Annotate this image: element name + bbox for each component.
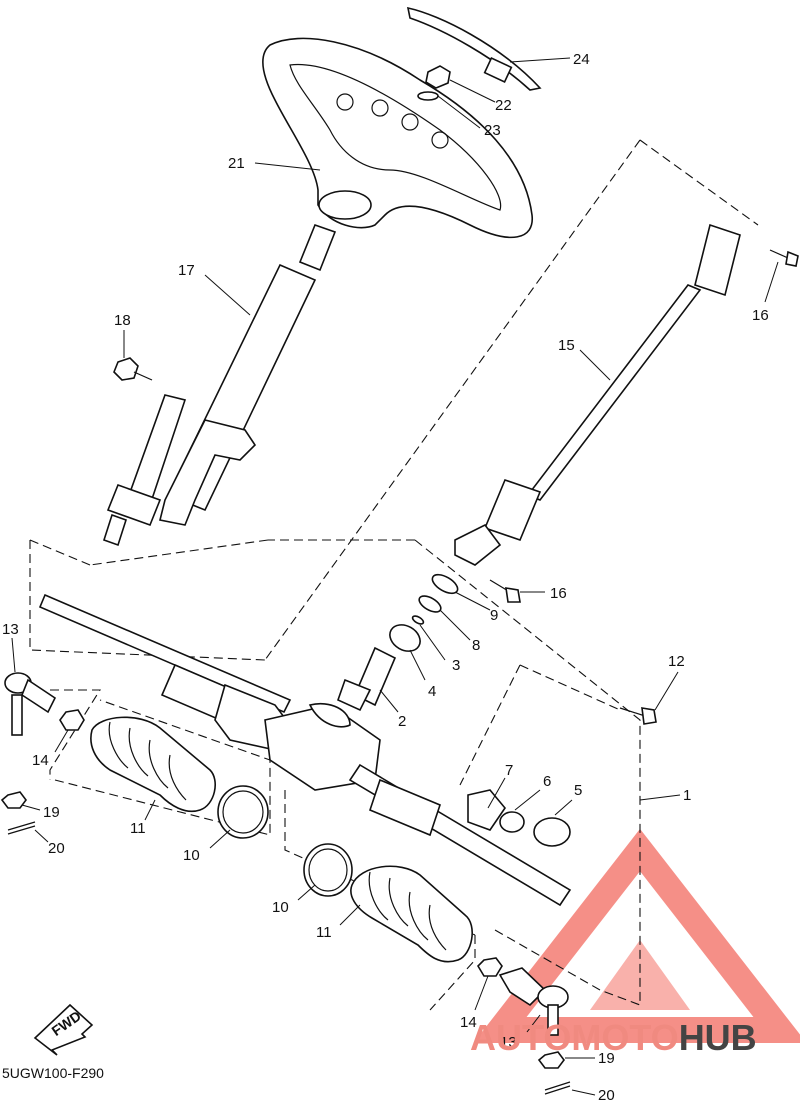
- rack-guide-7: [467, 789, 507, 831]
- forward-arrow-icon: FWD: [33, 1003, 94, 1056]
- callout-20-right: 20: [598, 1087, 615, 1101]
- callout-8: 8: [472, 637, 480, 654]
- callout-14-left: 14: [32, 752, 49, 769]
- spring-6: [499, 811, 525, 833]
- steering-column: [103, 223, 337, 547]
- callout-24: 24: [573, 51, 590, 68]
- callout-23: 23: [484, 122, 501, 139]
- callout-17: 17: [178, 262, 195, 279]
- nut-14-left: [59, 709, 85, 731]
- watermark-logo: AUTOMOTOHUB: [470, 1017, 757, 1058]
- callout-7: 7: [505, 762, 513, 779]
- nut-14-right: [476, 957, 503, 977]
- horn-cover: [406, 6, 542, 91]
- callout-15: 15: [558, 337, 575, 354]
- callout-9: 9: [490, 607, 498, 624]
- washer-8: [418, 595, 442, 613]
- circlip-3: [411, 615, 425, 625]
- callout-20-left: 20: [48, 840, 65, 857]
- callout-2: 2: [398, 713, 406, 730]
- callout-13-right: 13: [500, 1034, 517, 1051]
- callout-10-right: 10: [272, 899, 289, 916]
- bearing-4: [389, 624, 421, 652]
- callout-12: 12: [668, 653, 685, 670]
- callout-11-left: 11: [130, 820, 146, 837]
- nut-19-left: [0, 791, 27, 809]
- nut-19-right: [537, 1051, 565, 1069]
- svg-text:AUTOMOTOHUB: AUTOMOTOHUB: [470, 1017, 757, 1058]
- callout-1: 1: [683, 787, 691, 804]
- nut-22: [425, 65, 451, 89]
- bolt-18: [113, 357, 153, 381]
- watermark-prefix: AUTO: [470, 1017, 571, 1058]
- boot-11-left: [90, 716, 216, 813]
- callout-5: 5: [574, 782, 582, 799]
- seal-9: [431, 573, 459, 595]
- callout-19-right: 19: [598, 1050, 615, 1067]
- leader-lines: [11, 57, 779, 1096]
- washer-23: [417, 91, 439, 101]
- steering-wheel: [262, 37, 533, 239]
- band-10-right: [303, 843, 353, 897]
- bolt-16-lower: [489, 579, 521, 603]
- pinion-2: [337, 646, 397, 712]
- callout-16-upper: 16: [752, 307, 769, 324]
- watermark-triangle: [473, 828, 800, 1043]
- callouts: 24 22 23 21 17 18 16 15 16 9 8 3 4 2 12 …: [2, 51, 769, 1101]
- adjusting-bolt-5: [533, 817, 571, 847]
- callout-19-left: 19: [43, 804, 60, 821]
- watermark-suffix: HUB: [679, 1017, 757, 1058]
- bolt-16-upper: [769, 249, 799, 267]
- callout-4: 4: [428, 683, 436, 700]
- band-10-left: [217, 785, 269, 839]
- callout-3: 3: [452, 657, 460, 674]
- boot-11-right: [350, 865, 473, 963]
- steering-shaft: [454, 223, 741, 566]
- bolt-12: [619, 707, 657, 725]
- assembly-outlines: [29, 139, 759, 1011]
- cotter-pin-20-left: [7, 821, 36, 835]
- watermark-middle: MOTO: [571, 1017, 678, 1058]
- callout-6: 6: [543, 773, 551, 790]
- callout-22: 22: [495, 97, 512, 114]
- callout-11-right: 11: [316, 924, 332, 941]
- cotter-pin-20-right: [544, 1081, 571, 1095]
- callout-10-left: 10: [183, 847, 200, 864]
- callout-14-right: 14: [460, 1014, 477, 1031]
- tie-rod-end-left: [4, 672, 57, 736]
- diagram-code: 5UGW100-F290: [2, 1065, 104, 1081]
- callout-21: 21: [228, 155, 245, 172]
- callout-13-left: 13: [2, 621, 19, 638]
- callout-16-lower: 16: [550, 585, 567, 602]
- callout-18: 18: [114, 312, 131, 329]
- rack-housing: [38, 593, 572, 907]
- tie-rod-end-right: [498, 967, 569, 1036]
